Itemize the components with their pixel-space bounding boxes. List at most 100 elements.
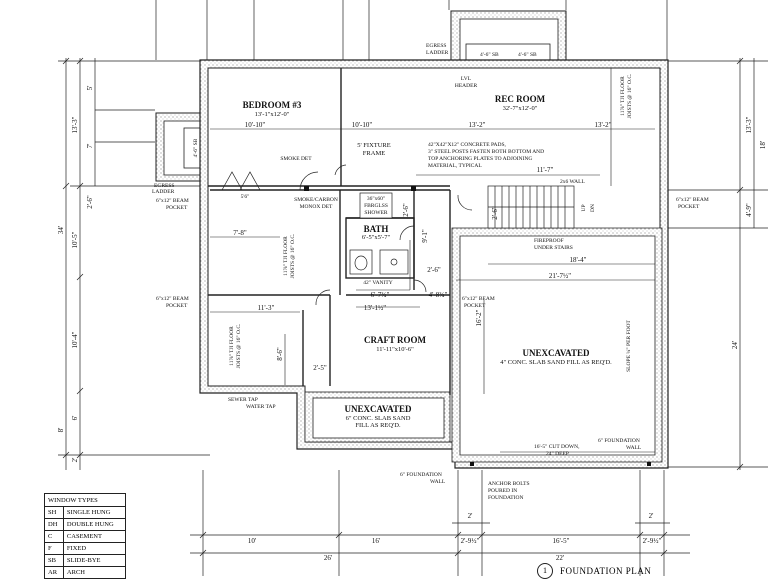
dim-2-9-a: 2'-9½" [461, 537, 480, 545]
small-window-label: 5'6" [241, 194, 250, 200]
dim-13-2-a: 13'-2" [469, 121, 486, 129]
shower-3: SHOWER [364, 210, 388, 216]
shower-1: 36"x60" [367, 196, 385, 202]
pads-note-2: 3" STEEL POSTS FASTEN BOTH BOTTOM AND [428, 149, 544, 155]
egress-well-top [450, 10, 567, 67]
legend-code: C [44, 530, 64, 543]
beam-mid-2: POCKET [166, 303, 188, 309]
dim-13-2-b: 13'-2" [595, 121, 612, 129]
anchor-1: ANCHOR BOLTS [488, 481, 530, 487]
dim-2-6-c: 2'-6" [427, 266, 441, 274]
egress-top-label-1: EGRESS [426, 43, 446, 49]
dim-7-8: 7'-8" [233, 229, 247, 237]
fnd-right-1: 6" FOUNDATION [598, 438, 640, 444]
pads-note-3: TOP ANCHORING PLATES TO ADJOINING [428, 156, 532, 162]
legend-code: SH [44, 506, 64, 519]
anchor-2: POURED IN [488, 488, 517, 494]
legend-code: AR [44, 566, 64, 579]
fireproof-2: UNDER STAIRS [534, 245, 573, 251]
window-sb-2: 4'-6" SB [518, 52, 537, 58]
stairs-dn: DN [590, 204, 596, 212]
doors [221, 164, 473, 306]
smoke-co-2: MONOX DET [300, 204, 333, 210]
fireproof-1: FIREPROOF [534, 238, 564, 244]
fixture-frame-1: 5' FIXTURE [357, 142, 391, 149]
water-tap: WATER TAP [246, 404, 276, 410]
dim-16: 16' [372, 537, 380, 545]
dim-2-9-b: 2'-9½" [643, 537, 662, 545]
beam-right-1: 6"x12" BEAM [676, 197, 709, 203]
dim-10-4: 10'-4" [71, 331, 79, 348]
legend-name: CASEMENT [62, 530, 127, 543]
beam-right-2: POCKET [678, 204, 700, 210]
rec-room-name: REC ROOM [495, 94, 546, 104]
dim-18: 18' [759, 141, 767, 149]
extension-lines [58, 0, 768, 576]
bath-name: BATH [364, 224, 389, 234]
window-sb-1: 4'-6" SB [480, 52, 499, 58]
dim-13-1: 13'-1½" [364, 304, 386, 312]
craft-room-size: 11'-11"x10'-6" [376, 346, 414, 353]
unexcavated-bottom-note-1: 6" CONC. SLAB SAND [346, 415, 411, 422]
vanity-label: 42" VANITY [363, 280, 392, 286]
tji-top-2: JOISTS @ 16" O.C. [627, 73, 633, 118]
fixture-frame-2: FRAME [363, 150, 385, 157]
dim-13-3-right: 13'-3" [745, 116, 753, 133]
dim-4-9: 4'-9" [745, 203, 753, 217]
dim-5: 5' [86, 86, 94, 91]
legend-code: SB [44, 554, 64, 567]
dim-26: 26' [324, 554, 332, 562]
dim-9-1: 9'-1" [421, 229, 429, 243]
unexcavated-right-name: UNEXCAVATED [522, 348, 590, 358]
bath-fixtures [349, 192, 409, 275]
dim-8-6: 8'-6" [276, 347, 284, 361]
interior-dim-lines [210, 68, 655, 453]
dim-2-5: 2'-5" [313, 364, 327, 372]
dim-8: 8' [57, 428, 65, 433]
dim-2-a: 2' [468, 512, 473, 520]
dim-2-c: 2' [71, 458, 79, 463]
annotations: EGRESS LADDER 4'-6" SB 4'-6" SB LVL HEAD… [152, 43, 709, 501]
fnd-right-2: WALL [626, 445, 642, 451]
legend-header: WINDOW TYPES [44, 493, 126, 507]
legend-name: SINGLE HUNG [62, 506, 127, 519]
beam-mid-1: 6"x12" BEAM [156, 296, 189, 302]
fnd-bottom-1: 6" FOUNDATION [400, 472, 442, 478]
tji-left-1: 11⅞" TJI FLOOR [229, 326, 235, 366]
dim-2-6-b: 2'-6" [491, 206, 499, 220]
dim-7: 7' [86, 144, 94, 149]
unexcavated-right-note: 4" CONC. SLAB SAND FILL AS REQ'D. [500, 359, 612, 366]
legend-name: SLIDE-BYE [62, 554, 127, 567]
dim-24: 24' [731, 341, 739, 349]
stairs [487, 185, 575, 229]
beam-left-2: POCKET [166, 205, 188, 211]
sewer-tap: SEWER TAP [228, 397, 258, 403]
rec-room-size: 32'-7"x12'-0" [503, 105, 538, 112]
smoke-co-1: SMOKE/CARBON [294, 197, 338, 203]
window-sb-left: 4'-6" SB [193, 138, 199, 157]
slope-note: SLOPE ¼" PER FOOT [626, 319, 632, 371]
dimension-labels: 10'-10" 10'-10" 13'-2" 13'-2" 11'-7" 7'-… [57, 86, 767, 562]
smoke-det-label: SMOKE DET [280, 156, 312, 162]
dim-2-6-a: 2'-6" [402, 203, 410, 217]
cut-down-2: 24" DEEP [546, 451, 569, 457]
dim-11-7: 11'-7" [537, 166, 554, 174]
bedroom-name: BEDROOM #3 [243, 100, 302, 110]
bedroom-size: 13'-1"x12'-0" [255, 111, 290, 118]
legend-name: FIXED [62, 542, 127, 555]
pads-note-4: MATERIAL, TYPICAL [428, 163, 482, 169]
dim-16-2: 16'-2" [475, 309, 483, 326]
beam-left-1: 6"x12" BEAM [156, 198, 189, 204]
legend-code: DH [44, 518, 64, 531]
dim-10-10-b: 10'-10" [352, 121, 373, 129]
dim-18-4: 18'-4" [570, 256, 587, 264]
tji-left-2: JOISTS @ 16" O.C. [236, 323, 242, 368]
lvl-label-2: HEADER [455, 83, 478, 89]
unexcavated-bottom-name: UNEXCAVATED [344, 404, 412, 414]
